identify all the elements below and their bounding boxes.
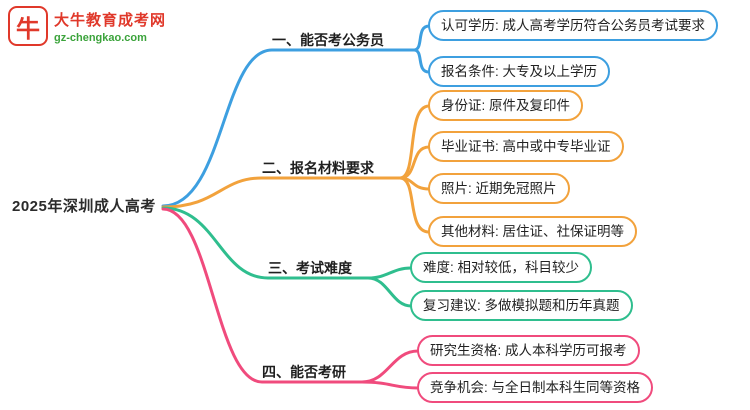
leaf-review-advice[interactable]: 复习建议: 多做模拟题和历年真题 xyxy=(410,290,633,321)
bull-icon: 牛 xyxy=(8,6,48,46)
branch-difficulty[interactable]: 三、考试难度 xyxy=(268,260,352,276)
leaf-photo[interactable]: 照片: 近期免冠照片 xyxy=(428,173,570,204)
root-node[interactable]: 2025年深圳成人高考 xyxy=(12,198,156,215)
branch4-child1-line xyxy=(360,349,420,384)
site-logo: 牛 大牛教育成考网 gz-chengkao.com xyxy=(8,6,166,46)
leaf-id-card[interactable]: 身份证: 原件及复印件 xyxy=(428,90,584,121)
leaf-difficulty-level[interactable]: 难度: 相对较低，科目较少 xyxy=(410,252,593,283)
branch2-child2-line xyxy=(398,145,431,180)
branch1-child1-line xyxy=(412,24,431,52)
leaf-degree-recognition[interactable]: 认可学历: 成人高考学历符合公务员考试要求 xyxy=(428,10,719,41)
branch3-main-line xyxy=(161,206,370,280)
branch-civil-service[interactable]: 一、能否考公务员 xyxy=(272,32,384,48)
leaf-apply-condition[interactable]: 报名条件: 大专及以上学历 xyxy=(428,56,611,87)
leaf-equal-competition[interactable]: 竞争机会: 与全日制本科生同等资格 xyxy=(417,372,654,403)
branch3-child2-line xyxy=(366,276,413,308)
branch-materials[interactable]: 二、报名材料要求 xyxy=(262,160,374,176)
logo-url: gz-chengkao.com xyxy=(54,31,147,44)
branch2-main-line xyxy=(161,176,402,209)
logo-text: 大牛教育成考网 gz-chengkao.com xyxy=(54,9,166,44)
branch1-child2-line xyxy=(412,48,431,74)
branch2-child1-line xyxy=(398,104,431,180)
leaf-other-materials[interactable]: 其他材料: 居住证、社保证明等 xyxy=(428,216,638,247)
branch4-main-line xyxy=(161,207,364,384)
branch-postgraduate[interactable]: 四、能否考研 xyxy=(262,364,346,380)
branch1-main-line xyxy=(161,48,416,208)
logo-title: 大牛教育成考网 xyxy=(54,11,167,29)
branch4-child2-line xyxy=(360,380,420,390)
leaf-postgrad-eligibility[interactable]: 研究生资格: 成人本科学历可报考 xyxy=(417,335,640,366)
leaf-diploma[interactable]: 毕业证书: 高中或中专毕业证 xyxy=(428,131,624,162)
branch2-child4-line xyxy=(398,176,431,234)
branch3-child1-line xyxy=(366,266,413,280)
